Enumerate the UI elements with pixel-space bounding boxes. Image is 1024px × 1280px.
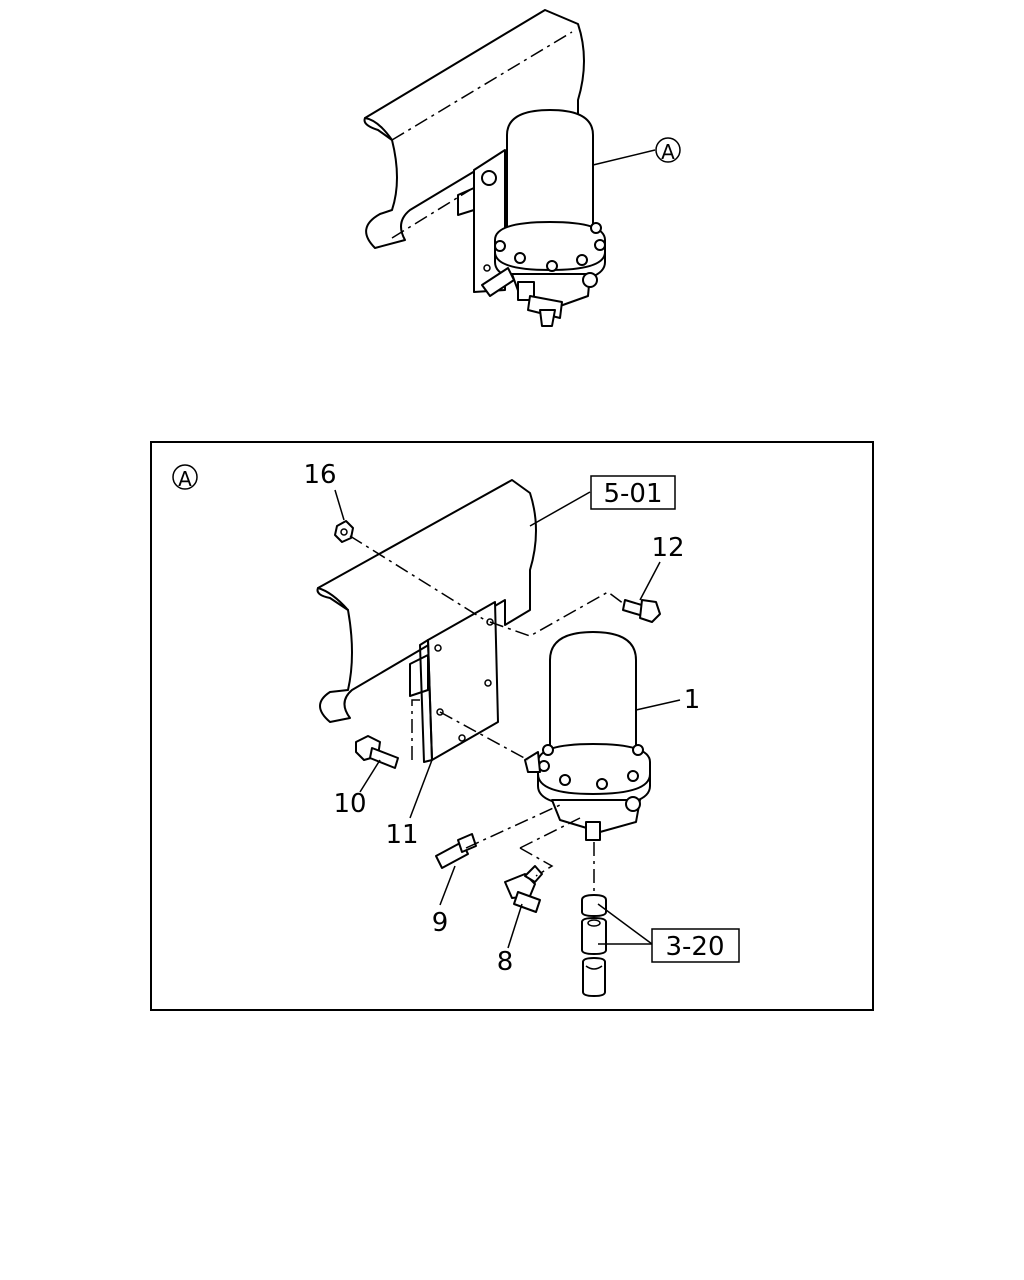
- overview-callout-letter: A: [661, 140, 675, 164]
- label-10: 10: [333, 789, 366, 819]
- overview-canister: [494, 109, 606, 307]
- overview-frame-rail: [363, 9, 585, 249]
- overview-drawing: A: [363, 9, 681, 327]
- ref-3-20-text: 3-20: [665, 932, 724, 962]
- label-9: 9: [432, 908, 449, 938]
- label-1: 1: [684, 685, 701, 715]
- part-labels: 16 12 1 10 11 9 8: [303, 460, 700, 977]
- detail-frame: [150, 441, 874, 1011]
- leader-lines: [334, 489, 681, 949]
- label-11: 11: [385, 820, 418, 850]
- part-plate-11: [409, 601, 499, 763]
- part-fitting-9: [435, 833, 477, 869]
- ref-5-01-text: 5-01: [603, 479, 662, 509]
- part-hose-3-20: [581, 894, 607, 997]
- part-bolt-12: [622, 599, 661, 623]
- overview-fittings: [481, 267, 563, 327]
- label-8: 8: [497, 947, 514, 977]
- detail-frame-rail: [316, 479, 537, 723]
- assembly-lines: [349, 535, 625, 895]
- part-bolt-10: [355, 735, 399, 769]
- part-elbow-8: [504, 865, 543, 913]
- part-nut-16: [334, 520, 354, 543]
- overview-callout-a: A: [592, 137, 681, 166]
- detail-view-letter-text: A: [178, 467, 192, 491]
- label-12: 12: [651, 533, 684, 563]
- detail-view: A: [150, 441, 874, 1011]
- label-16: 16: [303, 460, 336, 490]
- ref-box-5-01: 5-01: [590, 475, 676, 510]
- ref-box-3-20: 3-20: [651, 928, 740, 963]
- detail-view-letter: A: [172, 464, 198, 491]
- part-canister-1: [524, 631, 651, 841]
